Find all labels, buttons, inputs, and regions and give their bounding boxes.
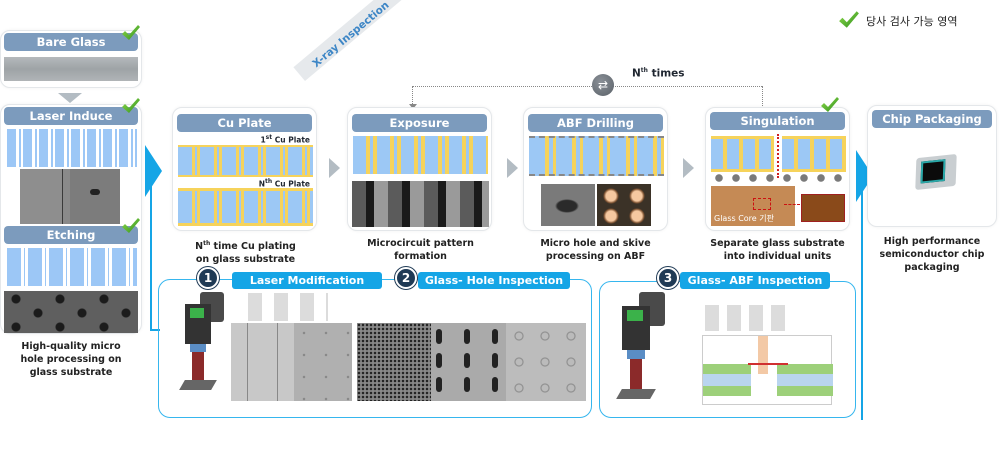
legend-label: 당사 검사 가능 영역 <box>866 15 958 28</box>
inspection-title: Laser Modification <box>232 272 382 289</box>
left-caption: High-quality micro hole processing on gl… <box>20 341 122 378</box>
chip-package-photo <box>915 153 957 191</box>
etching-title: Etching <box>4 226 138 244</box>
inspection-number-badge: 1 <box>197 267 219 289</box>
inspection-machine-illustration <box>616 292 677 410</box>
next-arrow-icon <box>507 158 518 178</box>
exposure-layer-diagram <box>353 136 488 174</box>
inspection-machine-illustration <box>179 292 235 402</box>
loop-line <box>412 86 762 87</box>
step-card-abf-drilling: ABF Drilling <box>523 107 668 231</box>
step-caption: Separate glass substrate into individual… <box>710 238 845 262</box>
down-arrow-icon <box>409 104 417 109</box>
step-title: Singulation <box>710 112 845 130</box>
step-card-singulation: Singulation Glass Core 기판 <box>705 107 850 231</box>
hole-grid-photo <box>357 323 431 401</box>
bare-glass-photo <box>4 57 138 81</box>
exposure-sem-photo <box>352 181 489 227</box>
slot-holes-photo <box>431 323 506 401</box>
next-arrow-icon <box>329 158 340 178</box>
single-unit-photo <box>801 194 845 222</box>
step-card-cu-plate: Cu Plate 1st Cu Plate Nth Cu Plate <box>172 107 317 231</box>
check-icon <box>121 217 141 235</box>
step-title: Exposure <box>352 114 487 132</box>
nth-cu-plate-label: Nth Cu Plate <box>258 178 310 189</box>
xray-inspection-tag: X-ray Inspection <box>293 0 405 81</box>
round-holes-photo <box>506 323 586 401</box>
step-title: Cu Plate <box>177 114 312 132</box>
laser-induce-photo <box>20 169 120 224</box>
laser-mod-photo <box>231 323 294 401</box>
flow-arrow-icon <box>145 145 162 197</box>
step-card-chip-packaging: Chip Packaging <box>867 105 997 227</box>
check-icon <box>820 96 840 114</box>
check-icon <box>121 24 141 42</box>
solder-balls <box>711 174 846 182</box>
laser-mod-images <box>248 293 328 321</box>
etched-via-diagram <box>7 248 137 286</box>
first-cu-plate-label: 1st Cu Plate <box>260 134 310 145</box>
step-card-exposure: Exposure <box>347 107 492 231</box>
step-title: Chip Packaging <box>872 110 992 128</box>
flow-connector <box>861 190 863 420</box>
laser-induce-title: Laser Induce <box>4 107 138 125</box>
abf-layer-diagram <box>529 136 664 176</box>
abf-mod-images <box>705 305 790 331</box>
check-icon <box>121 97 141 115</box>
laser-induce-card: Laser Induce Etching <box>0 104 142 334</box>
loop-line <box>762 86 763 108</box>
bare-glass-card: Bare Glass <box>0 30 142 88</box>
step-caption: Micro hole and skive processing on ABF <box>540 238 651 262</box>
inspection-number-badge: 3 <box>657 267 679 289</box>
flow-connector <box>150 329 160 331</box>
step-title: ABF Drilling <box>528 114 663 132</box>
down-arrow-icon <box>58 93 82 103</box>
legend: 당사 검사 가능 영역 <box>838 10 988 32</box>
check-icon <box>838 10 860 30</box>
micro-hole-photo <box>541 184 595 226</box>
glass-core-label: Glass Core 기판 <box>714 214 774 223</box>
loop-line <box>412 86 413 108</box>
first-cu-layer-diagram <box>178 145 313 177</box>
callout-arrow <box>784 204 800 205</box>
repeat-icon: ⇄ <box>592 74 614 96</box>
bare-glass-title: Bare Glass <box>4 33 138 51</box>
inspection-title: Glass- ABF Inspection <box>680 272 830 289</box>
glass-core-panel-photo: Glass Core 기판 <box>711 186 795 226</box>
loop-label: Nth times <box>632 67 685 80</box>
step-caption: Nth time Cu plating on glass substrate <box>195 240 296 266</box>
nth-cu-layer-diagram <box>178 188 313 226</box>
singulation-right-diagram <box>782 136 846 172</box>
glass-via-diagram <box>7 129 137 167</box>
step-caption: High performance semiconductor chip pack… <box>879 236 985 273</box>
cut-line <box>777 134 779 178</box>
next-arrow-icon <box>683 158 694 178</box>
singulation-left-diagram <box>711 136 774 172</box>
step-caption: Microcircuit pattern formation <box>367 238 474 262</box>
flow-connector <box>150 185 152 330</box>
etched-holes-photo <box>4 291 138 333</box>
abf-cross-section-diagram <box>702 335 833 405</box>
inspection-number-badge: 2 <box>395 267 417 289</box>
laser-mod-photo-2 <box>294 323 352 401</box>
skive-photo <box>597 184 651 226</box>
inspection-title: Glass- Hole Inspection <box>418 272 570 289</box>
